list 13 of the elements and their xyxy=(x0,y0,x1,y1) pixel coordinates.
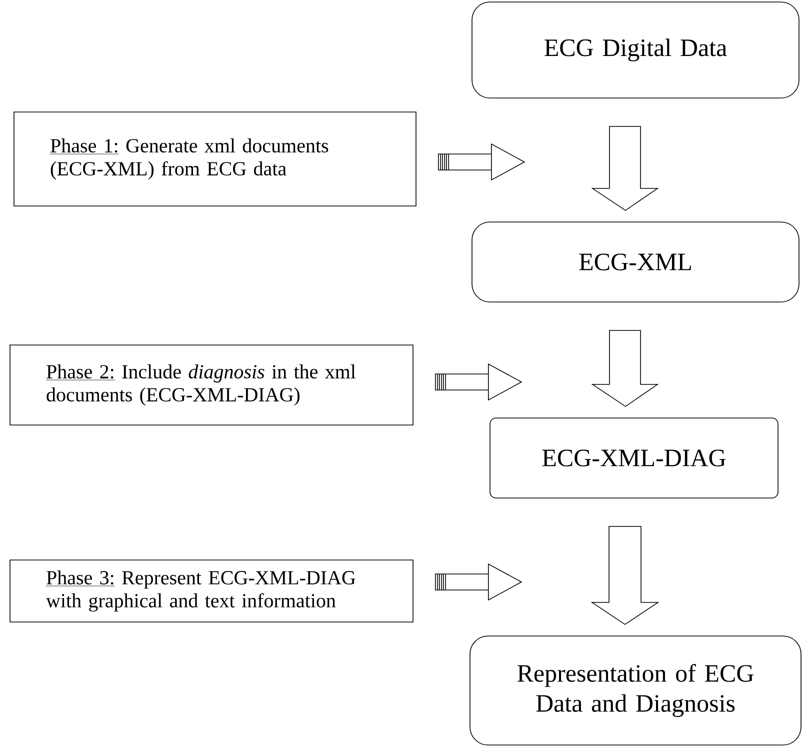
process-box: Representation of ECG Data and Diagnosis xyxy=(470,636,802,746)
phase-box: Phase 1: Generate xml documents (ECG-XML) from ECG data xyxy=(14,112,416,206)
process-box: ECG-XML xyxy=(472,222,800,302)
block-arrow xyxy=(591,126,659,211)
block-arrow xyxy=(435,363,522,400)
block-arrow xyxy=(590,526,660,625)
block-arrow xyxy=(438,143,525,180)
block-arrow xyxy=(591,330,659,407)
process-box: ECG-XML-DIAG xyxy=(490,418,778,498)
phase-box: Phase 2: Include diagnosis in the xml documents (ECG-XML-DIAG) xyxy=(10,344,414,426)
phase-box: Phase 3: Represent ECG-XML-DIAG with graphical and text information xyxy=(10,560,414,622)
block-arrow xyxy=(435,563,522,600)
process-box: ECG Digital Data xyxy=(472,2,800,98)
